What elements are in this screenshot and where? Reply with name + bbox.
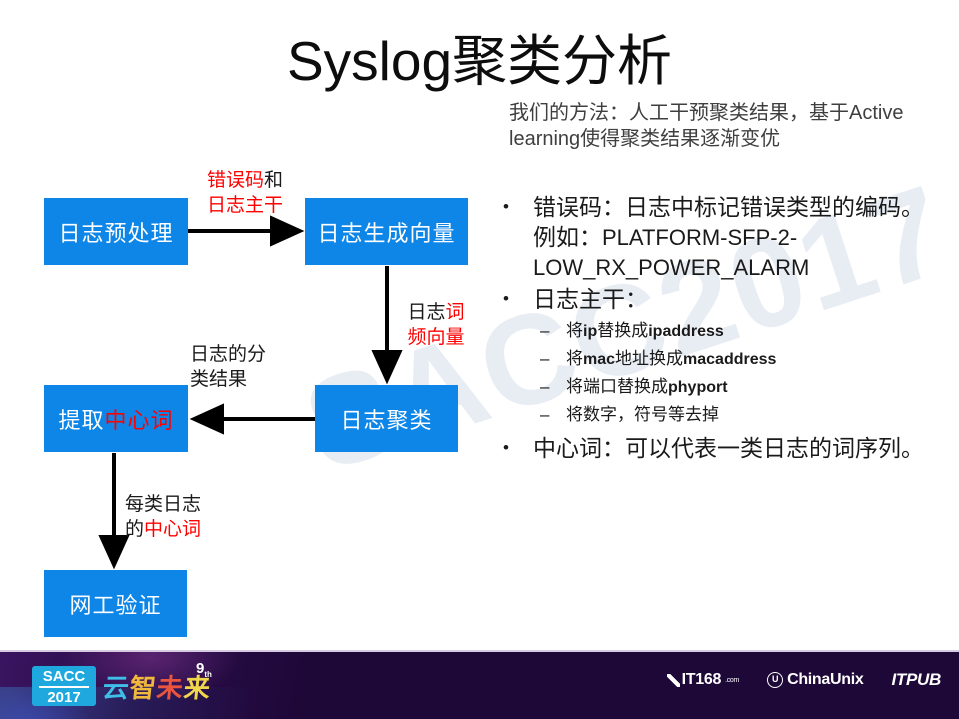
- bullet-item-center-word: 中心词：可以代表一类日志的词序列。: [498, 433, 928, 464]
- slide-footer: SACC 2017 云智未来 9th IT168.com ChinaUnix I…: [0, 650, 959, 719]
- bullet-3-cjk: 中心词：可以代表一类日志的词序列。: [533, 436, 924, 461]
- flow-box-keyword-label-red: 中心词: [104, 407, 174, 433]
- bullet-item-log-trunk: 日志主干：: [498, 284, 928, 315]
- sub-2-cjk-a: 将: [566, 349, 583, 368]
- it168-name: IT168: [681, 671, 722, 688]
- it168-suffix: .com: [725, 676, 740, 684]
- chinaunix-name: ChinaUnix: [787, 671, 864, 688]
- edge-label-error-code: 错误码和 日志主干: [190, 168, 300, 218]
- edge-label-classify-result: 日志的分 类结果: [190, 342, 300, 392]
- sub-1-lat-a: ip: [583, 323, 598, 340]
- sub-bullet-list: 将ip替换成ipaddress 将mac地址换成macaddress 将端口替换…: [498, 317, 928, 428]
- flow-box-cluster-label: 日志聚类: [340, 407, 433, 433]
- sub-bullet-mac: 将mac地址换成macaddress: [498, 345, 928, 373]
- sub-1-cjk-b: 替换成: [597, 321, 649, 340]
- logo-itpub[interactable]: ITPUB: [891, 670, 941, 690]
- bullet-item-error-code: 错误码：日志中标记错误类型的编码。例如：PLATFORM-SFP-2-LOW_R…: [498, 192, 928, 283]
- sub-bullet-ip: 将ip替换成ipaddress: [498, 317, 928, 345]
- sacc-logo-year: 2017: [47, 689, 81, 706]
- flow-box-verify[interactable]: 网工验证: [44, 570, 187, 637]
- sub-3-cjk-a: 将端口替换成: [566, 377, 668, 396]
- it168-swoosh-icon: [666, 673, 680, 687]
- bullet-2-cjk: 日志主干：: [533, 287, 648, 312]
- bullet-1-cjk: 错误码：日志中标记错误类型的编码。例如：: [533, 195, 924, 250]
- bullet-list: 错误码：日志中标记错误类型的编码。例如：PLATFORM-SFP-2-LOW_R…: [498, 192, 928, 466]
- sub-2-cjk-b: 地址换成: [615, 349, 684, 368]
- edge-err-red2: 日志主干: [206, 195, 283, 216]
- flow-box-vector[interactable]: 日志生成向量: [305, 198, 468, 265]
- sub-2-lat-a: mac: [583, 351, 616, 368]
- edge-err-red1: 错误码: [206, 170, 264, 191]
- partner-logos: IT168.com ChinaUnix ITPUB: [666, 670, 941, 690]
- sacc-logo-name: SACC: [39, 668, 89, 688]
- subtitle-line2-latin: Active learning: [509, 102, 904, 150]
- sub-bullet-digits: 将数字，符号等去掉: [498, 401, 928, 428]
- sub-1-cjk-a: 将: [566, 321, 583, 340]
- flowchart-arrows: [98, 215, 403, 570]
- slide-subtitle: 我们的方法：人工干预聚类结果，基于Active learning使得聚类结果逐渐…: [509, 100, 919, 152]
- subtitle-line2-cjk: 使得聚类结果逐渐变优: [580, 128, 781, 150]
- edition-badge: 9th: [196, 660, 212, 679]
- flowchart: 日志预处理 日志生成向量 日志聚类 提取中心词 网工验证 错误码和 日志主干 日…: [0, 0, 500, 660]
- sub-1-lat-b: ipaddress: [648, 323, 724, 340]
- edge-label-term-frequency: 日志词 频向量: [390, 300, 482, 350]
- sub-3-lat-b: phyport: [668, 379, 728, 396]
- flow-box-cluster[interactable]: 日志聚类: [315, 385, 458, 452]
- edge-tf-red2: 频向量: [407, 327, 465, 348]
- flow-box-keyword-label-black: 提取: [58, 407, 105, 433]
- edge-kw-red1: 中心词: [144, 519, 202, 540]
- edge-cls-line2: 类结果: [190, 369, 248, 390]
- slogan-char-1: 云: [101, 674, 132, 703]
- bullet-1-latin: PLATFORM-SFP-2-LOW_RX_POWER_ALARM: [533, 225, 810, 280]
- sacc-logo: SACC 2017: [32, 666, 96, 706]
- edge-tf-red1: 词: [445, 302, 465, 323]
- edge-tf-black1: 日志: [407, 302, 446, 323]
- logo-chinaunix[interactable]: ChinaUnix: [767, 671, 864, 689]
- edition-number: 9: [196, 660, 205, 677]
- flow-box-extract-keyword[interactable]: 提取中心词: [44, 385, 188, 452]
- edge-kw-black1: 每类日志: [125, 494, 202, 515]
- flow-box-preprocess[interactable]: 日志预处理: [44, 198, 188, 265]
- sub-2-lat-b: macaddress: [683, 351, 777, 368]
- flow-box-vector-label: 日志生成向量: [317, 220, 456, 246]
- sub-4-cjk-a: 将数字，符号等去掉: [566, 405, 719, 424]
- edge-kw-black2: 的: [125, 519, 145, 540]
- edition-suffix: th: [204, 670, 212, 679]
- slogan-char-2: 智: [128, 674, 159, 703]
- slogan-char-3: 未: [155, 674, 186, 703]
- slide-title: Syslog聚类分析: [286, 30, 673, 92]
- itpub-name: ITPUB: [891, 670, 941, 689]
- edge-err-black1: 和: [264, 170, 284, 191]
- flow-box-verify-label: 网工验证: [69, 592, 162, 618]
- flow-box-preprocess-label: 日志预处理: [58, 220, 174, 246]
- subtitle-line1: 我们的方法：人工干预聚类结果，基于: [509, 102, 849, 124]
- edge-label-center-word: 每类日志 的中心词: [125, 492, 237, 542]
- chinaunix-u-icon: [767, 671, 784, 688]
- edge-cls-line1: 日志的分: [190, 344, 267, 365]
- logo-it168[interactable]: IT168.com: [666, 671, 740, 689]
- sub-bullet-port: 将端口替换成phyport: [498, 373, 928, 401]
